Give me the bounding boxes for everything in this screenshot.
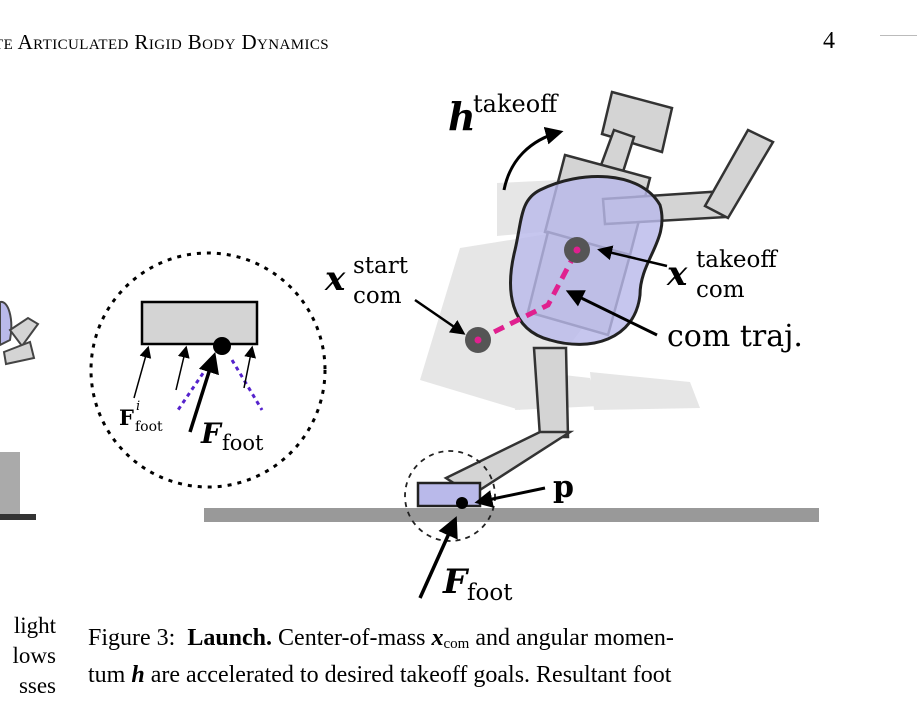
side-word-2: lows bbox=[12, 643, 56, 668]
caption-part4: are accelerated to desired takeoff goals… bbox=[150, 662, 672, 688]
inset-ffoot-sub: foot bbox=[222, 431, 264, 455]
x-takeoff-sub: com bbox=[696, 277, 745, 303]
caption-h-symbol: h bbox=[131, 662, 145, 688]
caption-bold: Launch. bbox=[187, 625, 273, 651]
x-start-symbol: x bbox=[324, 259, 346, 299]
forearm bbox=[703, 128, 775, 220]
figure-caption: Figure 3: Launch. Center-of-mass xcom an… bbox=[88, 623, 908, 691]
contact-point bbox=[456, 497, 468, 509]
header-rule bbox=[880, 35, 917, 36]
foot bbox=[416, 481, 482, 508]
thigh bbox=[532, 346, 570, 439]
inset-f-i-sub: foot bbox=[135, 419, 163, 435]
caption-part3: tum bbox=[88, 662, 126, 688]
h-symbol: h bbox=[448, 94, 476, 139]
inset-f-i-symbol: F bbox=[119, 405, 134, 430]
ground-line bbox=[204, 508, 819, 522]
left-column-fragment: light lows sses bbox=[0, 611, 56, 701]
x-start-arrow bbox=[414, 298, 466, 335]
launch-figure: h takeoff x start com x takeoff com com … bbox=[0, 90, 819, 606]
p-label: p bbox=[553, 470, 574, 505]
foot-force-arrow bbox=[418, 516, 458, 599]
com-trajectory bbox=[476, 248, 580, 343]
foot-zoom-circle bbox=[404, 450, 496, 542]
side-word-3: sses bbox=[18, 673, 56, 698]
x-takeoff-sup: takeoff bbox=[696, 247, 778, 273]
caption-x-sub: com bbox=[443, 636, 470, 652]
page-number: 4 bbox=[823, 28, 835, 54]
com-traj-arrow bbox=[565, 290, 658, 337]
x-takeoff-arrow bbox=[597, 245, 668, 268]
p-arrow bbox=[474, 486, 546, 508]
caption-prefix: Figure 3: bbox=[88, 625, 176, 651]
x-takeoff-symbol: x bbox=[666, 254, 688, 294]
caption-part1: Center-of-mass bbox=[278, 625, 426, 651]
h-takeoff-sup: takeoff bbox=[473, 90, 559, 118]
com-traj-label: com traj. bbox=[667, 319, 803, 354]
f-foot-sub: foot bbox=[467, 580, 513, 606]
side-word-1: light bbox=[13, 613, 56, 638]
inset-ffoot-symbol: F bbox=[200, 417, 223, 450]
f-foot-symbol: F bbox=[442, 562, 470, 602]
caption-x-symbol: x bbox=[431, 625, 444, 651]
caption-part2: and angular momen- bbox=[475, 625, 674, 651]
force-inset bbox=[89, 251, 327, 489]
inset-f-i-sup: i bbox=[136, 399, 140, 414]
x-start-sub: com bbox=[353, 283, 402, 309]
left-figure-fragment bbox=[0, 300, 40, 520]
angular-momentum-arrow bbox=[502, 127, 564, 191]
running-header-title: te Articulated Rigid Body Dynamics bbox=[0, 30, 330, 54]
x-start-sup: start bbox=[353, 253, 409, 279]
